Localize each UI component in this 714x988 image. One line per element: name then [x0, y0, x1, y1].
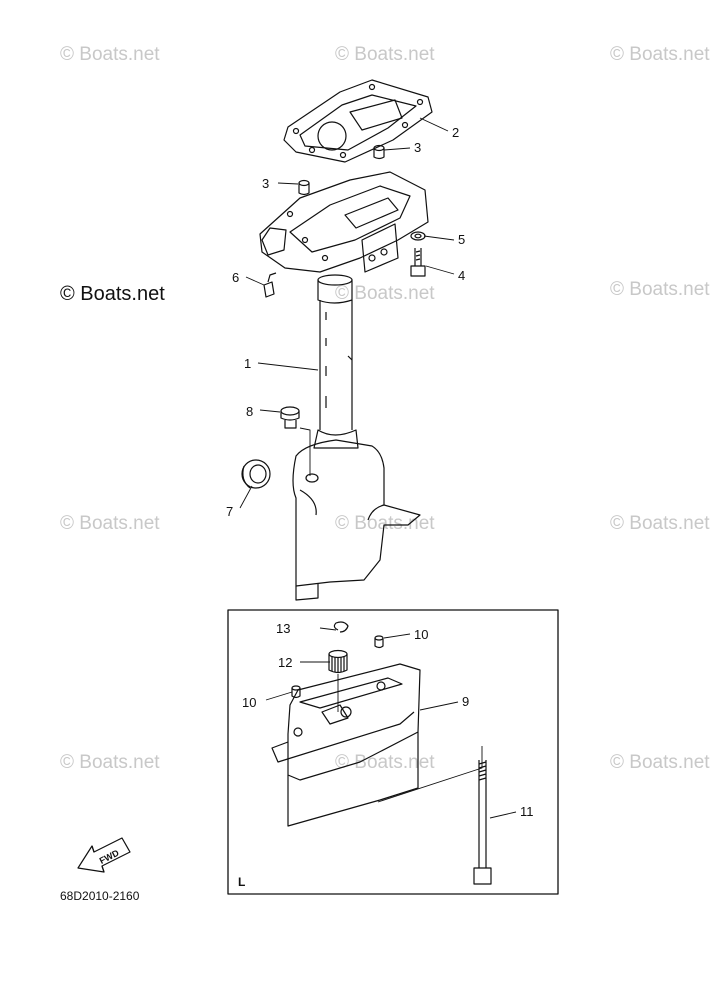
watermark: © Boats.net	[335, 283, 435, 304]
dowel-pin-part	[373, 144, 385, 160]
grommet-part	[241, 459, 271, 489]
drive-shaft-housing-part	[313, 274, 359, 449]
cover-part	[271, 663, 421, 827]
gasket-part	[283, 79, 433, 163]
inset-label: L	[238, 875, 245, 889]
watermark: © Boats.net	[60, 513, 160, 534]
callout-labels: 1 2 3 3 4 5 6 7 8 9 10 10 11 12 13 L FWD	[98, 125, 534, 889]
leader-lines	[265, 627, 517, 819]
watermark: © Boats.net	[60, 752, 160, 773]
callout-6: 6	[232, 270, 239, 285]
diagram-code: 68D2010-2160	[60, 889, 140, 903]
washer-part	[410, 231, 426, 241]
callout-11: 11	[520, 804, 534, 819]
callout-4: 4	[458, 268, 465, 283]
bushing-part	[374, 635, 384, 649]
plug-part	[280, 406, 300, 429]
callout-7: 7	[226, 504, 233, 519]
callout-1: 1	[244, 356, 251, 371]
upper-casing-part	[259, 171, 429, 273]
watermark: © Boats.net	[60, 44, 160, 65]
callout-2: 2	[452, 125, 459, 140]
watermark: © Boats.net	[610, 279, 710, 300]
lower-housing-part	[292, 439, 421, 601]
dowel-pin-part	[298, 179, 310, 196]
bolt-part	[410, 248, 426, 277]
callout-10: 10	[414, 627, 428, 642]
inset-frame	[227, 609, 559, 895]
watermark: © Boats.net	[610, 513, 710, 534]
knob-part	[328, 649, 348, 674]
fitting-part	[263, 272, 277, 298]
callout-13: 13	[276, 621, 290, 636]
clip-part	[333, 621, 349, 633]
callout-10: 10	[242, 695, 256, 710]
callout-3: 3	[262, 176, 269, 191]
callout-9: 9	[462, 694, 469, 709]
watermark: © Boats.net	[610, 44, 710, 65]
callout-3: 3	[414, 140, 421, 155]
watermark: © Boats.net	[610, 752, 710, 773]
watermark: © Boats.net	[335, 513, 435, 534]
callout-12: 12	[278, 655, 292, 670]
leader-lines	[239, 117, 455, 509]
watermark-main: © Boats.net	[60, 283, 165, 305]
callout-5: 5	[458, 232, 465, 247]
forward-arrow-icon	[77, 837, 131, 873]
watermark: © Boats.net	[335, 44, 435, 65]
watermark: © Boats.net	[335, 752, 435, 773]
callout-8: 8	[246, 404, 253, 419]
long-bolt-part	[473, 760, 492, 885]
bushing-part	[291, 685, 301, 699]
